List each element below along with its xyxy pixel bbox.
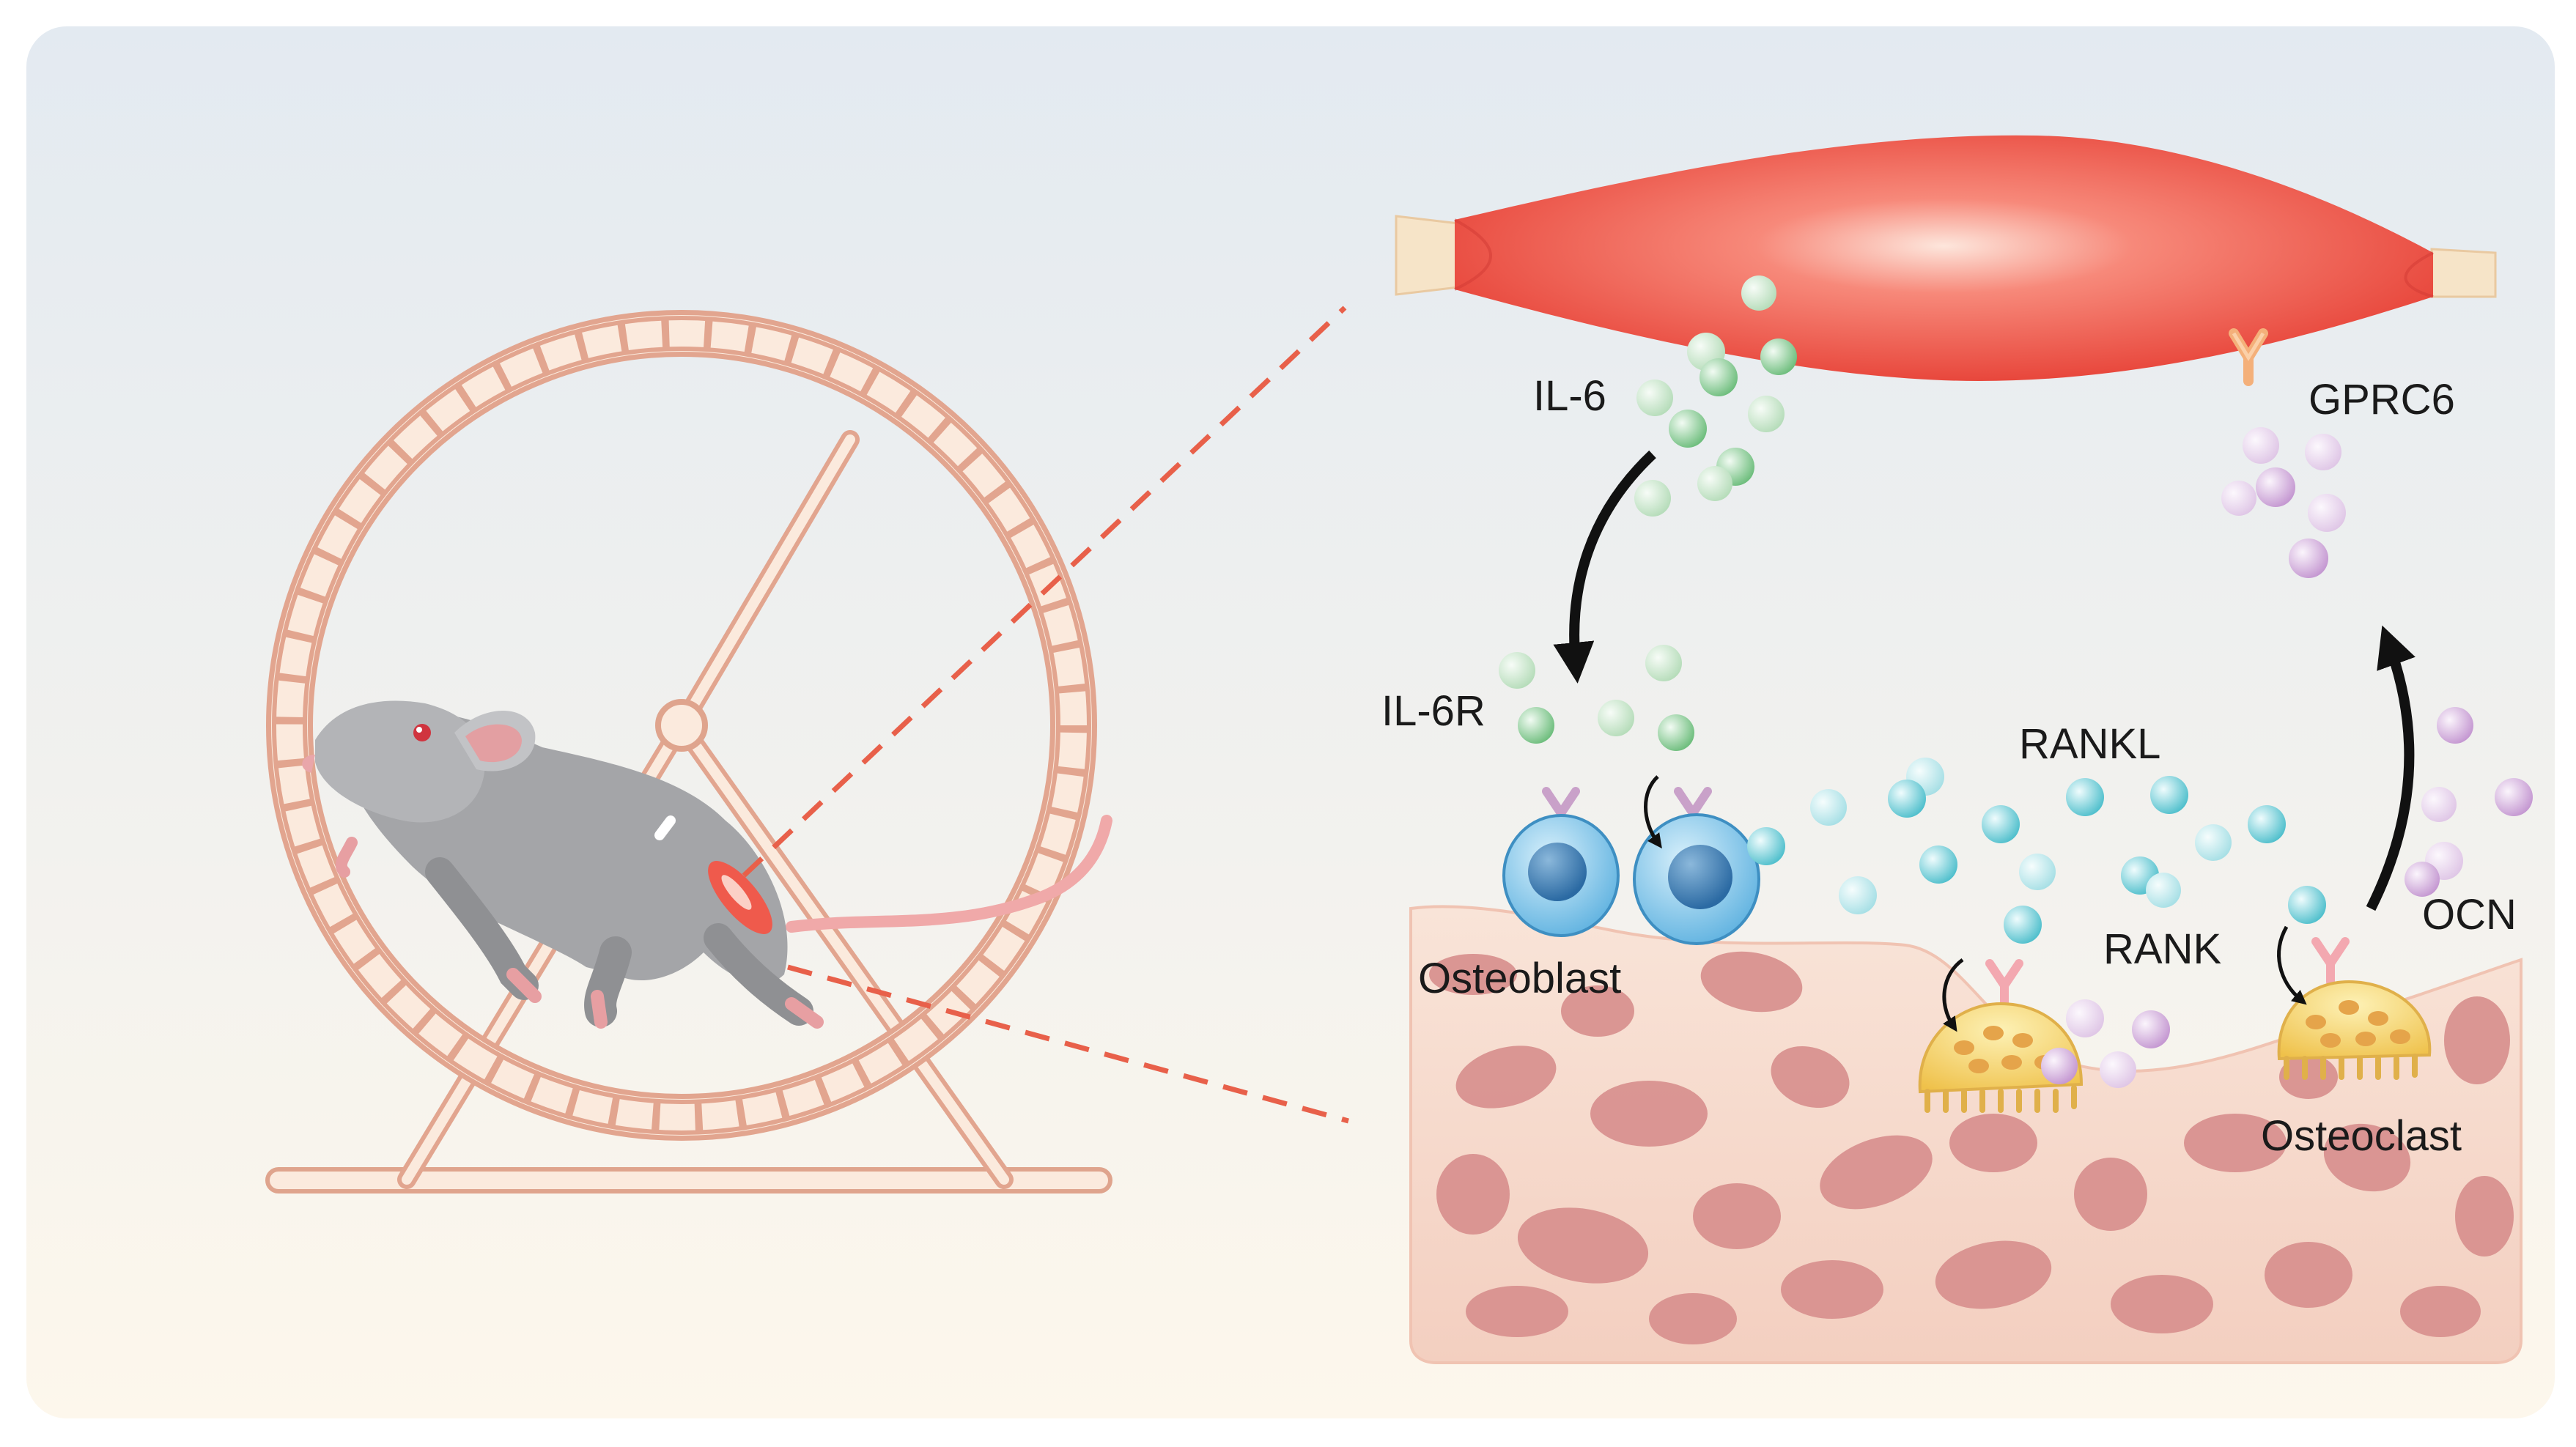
label-il6: IL-6 xyxy=(1533,372,1606,420)
label-ocn: OCN xyxy=(2422,891,2517,939)
label-rank: RANK xyxy=(2103,925,2221,973)
mouse-icon xyxy=(302,700,1112,1029)
il6r-bound-particles xyxy=(1499,645,1694,751)
muscle-icon xyxy=(1395,135,2497,381)
label-il6r: IL-6R xyxy=(1381,687,1486,735)
running-wheel-icon xyxy=(265,310,1112,1194)
rankl-particles xyxy=(1747,758,2326,944)
ocn-particles-bottom xyxy=(2041,707,2533,1088)
bone-icon xyxy=(1409,905,2523,1364)
label-osteoblast: Osteoblast xyxy=(1418,955,1621,1002)
arrow-ocn-to-muscle xyxy=(2366,625,2416,911)
label-rankl: RANKL xyxy=(2019,720,2160,768)
label-osteoclast: Osteoclast xyxy=(2261,1112,2462,1160)
arrow-il6-to-il6r xyxy=(1553,450,1656,684)
receptor-icon xyxy=(2229,328,2268,386)
zoom-dashed-lines xyxy=(742,306,1349,1124)
il6-particles xyxy=(1634,275,1797,517)
label-gprc6: GPRC6 xyxy=(2309,376,2455,423)
ocn-particles-top xyxy=(2221,427,2346,578)
osteoblast-icon xyxy=(1502,775,1760,945)
osteoclast-icon xyxy=(1918,925,2432,1113)
